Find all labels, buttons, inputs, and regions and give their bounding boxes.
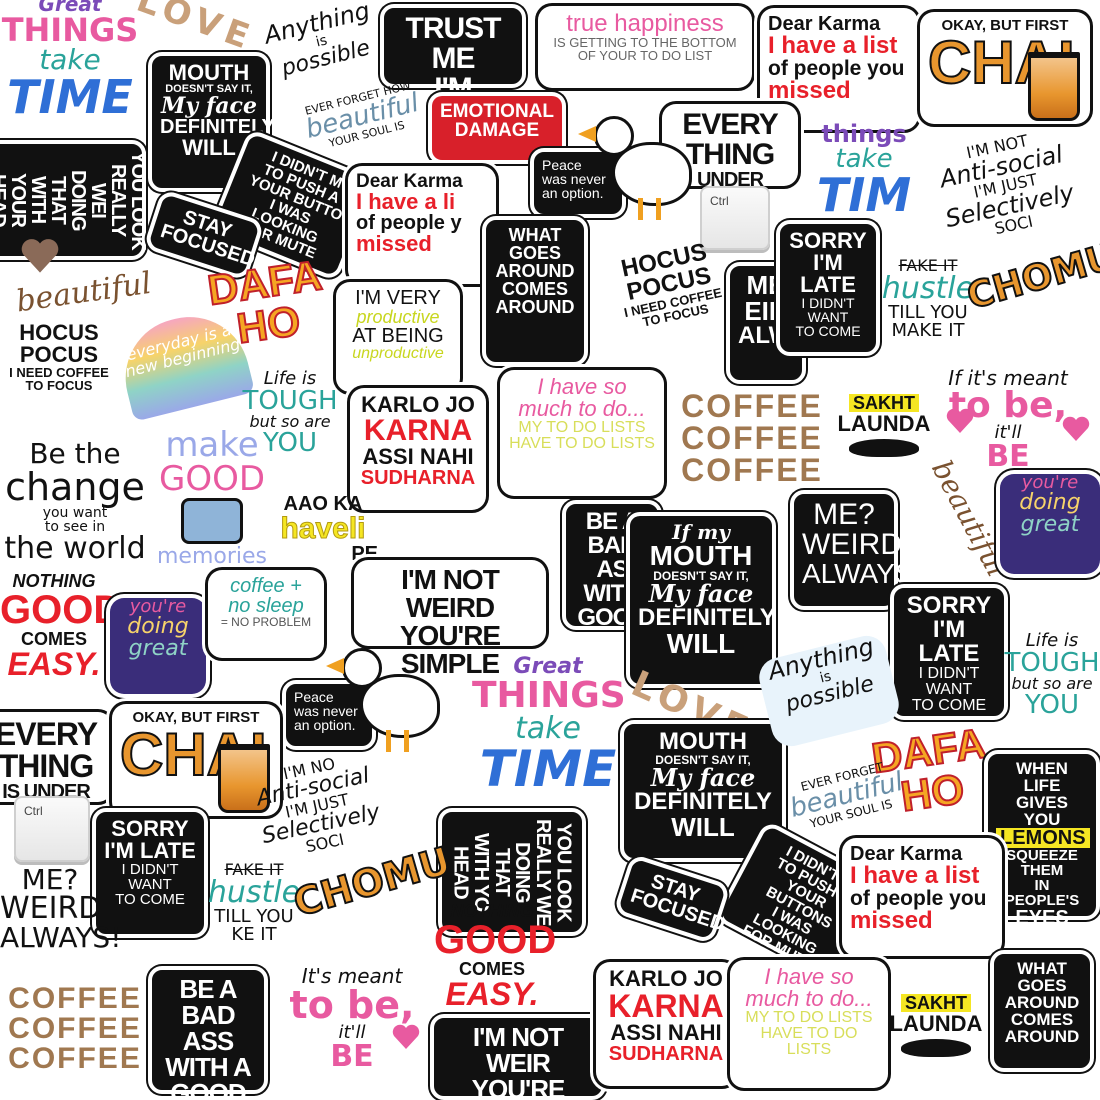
sakht-launda-sticker-2: SAKHT LAUNDA bbox=[884, 994, 988, 1090]
nothing-good-sticker-2: NOTHING GOOD COMES EASY. bbox=[434, 901, 557, 1012]
chai-cup-icon bbox=[1028, 52, 1080, 121]
everything-under-sticker-2: EVERY THING IS UNDER bbox=[0, 712, 112, 802]
fake-hustle-sticker-2: FAKE IT hustle TILL YOU KE IT bbox=[207, 860, 301, 945]
me-weird-sticker-2: ME? WEIRD? ALWAYS bbox=[790, 490, 919, 610]
life-tough-sticker-2: Life is TOUGH but so are YOU bbox=[1004, 630, 1100, 720]
great-things-sticker-2: things take TIM bbox=[816, 120, 912, 222]
so-much-to-do-sticker-1: I have so much to do... MY TO DO LISTS H… bbox=[500, 370, 664, 496]
productive-sticker: I'M VERY productive AT BEING unproductiv… bbox=[336, 282, 460, 392]
ctrl-key-icon-2: Ctrl bbox=[14, 796, 90, 862]
camera-icon bbox=[181, 498, 243, 544]
not-weird-sticker-2: I'M NOT WEIR YOU'RE SIMPL bbox=[430, 1014, 606, 1100]
doing-great-sticker-2: you're doing great bbox=[110, 598, 206, 694]
heart-icon bbox=[21, 239, 59, 273]
coffee-no-sleep-sticker: coffee + no sleep = NO PROBLEM bbox=[208, 570, 324, 658]
sorry-late-sticker-3: SORRY I'M LATE I DIDN'T WANT TO COME bbox=[92, 808, 208, 938]
dear-karma-sticker-3: Dear Karma I have a list of people you m… bbox=[842, 838, 1002, 956]
great-things-sticker-3: Great THINGS take TIME bbox=[472, 654, 626, 798]
coffee-sticker-1: COFFEE COFFEE COFFEE bbox=[681, 388, 823, 488]
not-weird-sticker-1: I'M NOT WEIRD YOU'RE SIMPLE bbox=[354, 560, 546, 678]
heart-icon bbox=[946, 408, 974, 433]
what-goes-around-sticker-1: WHAT GOES AROUND COMES AROUND bbox=[482, 216, 588, 366]
me-weird-sticker-3: ME? WEIRD ALWAYS! bbox=[0, 863, 122, 954]
heart-icon bbox=[1062, 416, 1090, 441]
chai-sticker-1: OKAY, BUT FIRST CHAI bbox=[920, 12, 1090, 124]
great-things-sticker-1: Great THINGS take TIME bbox=[1, 0, 139, 124]
doing-great-sticker-1: you're doing great bbox=[1000, 474, 1100, 574]
duck-icon bbox=[578, 112, 696, 222]
mustache-icon bbox=[901, 1039, 971, 1057]
life-tough-sticker-1: Life is TOUGH but so are YOU bbox=[242, 368, 338, 458]
heart-icon bbox=[392, 1024, 420, 1049]
mustache-icon bbox=[849, 439, 919, 457]
sorry-late-sticker-2: SORRY I'M LATE I DIDN'T WANT TO COME bbox=[890, 584, 1008, 720]
chai-sticker-2: OKAY, BUT FIRST CHAI bbox=[112, 704, 280, 816]
karlo-jo-sticker-1: KARLO JO KARNA ASSI NAHI SUDHARNA bbox=[350, 388, 486, 510]
lemons-sticker: WHEN LIFE GIVES YOU LEMONS SQUEEZE THEM … bbox=[984, 750, 1100, 928]
head-wall-sticker-1: YOU LOOK REALLY WEI DOING THAT WITH YOUR… bbox=[0, 140, 149, 260]
be-change-sticker: Be the change you want to see in the wor… bbox=[4, 437, 146, 566]
trust-me-sticker: TRUST ME I'M FUNNY bbox=[380, 4, 526, 134]
sakht-launda-sticker-1: SAKHT LAUNDA bbox=[834, 394, 934, 484]
fake-hustle-sticker-1: FAKE IT hustle TILL YOU MAKE IT bbox=[881, 256, 975, 341]
stay-focused-sticker-2: STAY FOCUSED bbox=[612, 853, 732, 945]
good-memories-sticker: make GOOD memories bbox=[156, 425, 267, 569]
duck-icon bbox=[326, 644, 444, 754]
head-wall-sticker-2: YOU LOOK REALLY WE DOING THAT WITH YO HE… bbox=[438, 808, 586, 936]
dear-karma-sticker-1: Dear Karma I have a list of people you m… bbox=[760, 8, 918, 130]
nothing-good-sticker-1: NOTHING GOOD COMES EASY. bbox=[0, 571, 123, 682]
karlo-jo-sticker-2: KARLO JO KARNA ASSI NAHI SUDHARNA bbox=[596, 962, 736, 1086]
true-happiness-sticker: true happiness IS GETTING TO THE BOTTOM … bbox=[538, 6, 752, 88]
meant-to-be-sticker-2: It's meant to be, it'll BE bbox=[289, 964, 415, 1074]
ctrl-key-icon-1: Ctrl bbox=[700, 186, 770, 250]
mouth-sticker-1: MOUTH DOESN'T SAY IT, My face DEFINITELY… bbox=[148, 52, 275, 192]
sorry-late-sticker-1: SORRY I'M LATE I DIDN'T WANT TO COME bbox=[776, 220, 880, 356]
hocus-pocus-sticker-2: HOCUS POCUS I NEED COFFEE TO FOCUS bbox=[9, 320, 109, 393]
new-beginning-sticker: everyday is a new beginning bbox=[112, 304, 256, 422]
coffee-sticker-2: COFFEE COFFEE COFFEE bbox=[8, 982, 142, 1075]
duck-peace-sticker-2: Peace was never an option. bbox=[282, 680, 376, 750]
what-goes-around-sticker-2: WHAT GOES AROUND COMES AROUND bbox=[990, 950, 1094, 1072]
dear-karma-sticker-2: Dear Karma I have a li of people y misse… bbox=[348, 166, 496, 284]
mouth-sticker-2: If my MOUTH DOESN'T SAY IT, My face DEFI… bbox=[626, 512, 776, 688]
chai-cup-icon bbox=[218, 744, 270, 813]
badass-sticker-2: BE A BAD ASS WITH A GOOD ASS bbox=[148, 966, 268, 1100]
so-much-to-do-sticker-2: I have so much to do... MY TO DO LISTS H… bbox=[730, 960, 888, 1088]
aao-kabhi-haveli-sticker: AAO KA haveli PE bbox=[280, 493, 378, 565]
